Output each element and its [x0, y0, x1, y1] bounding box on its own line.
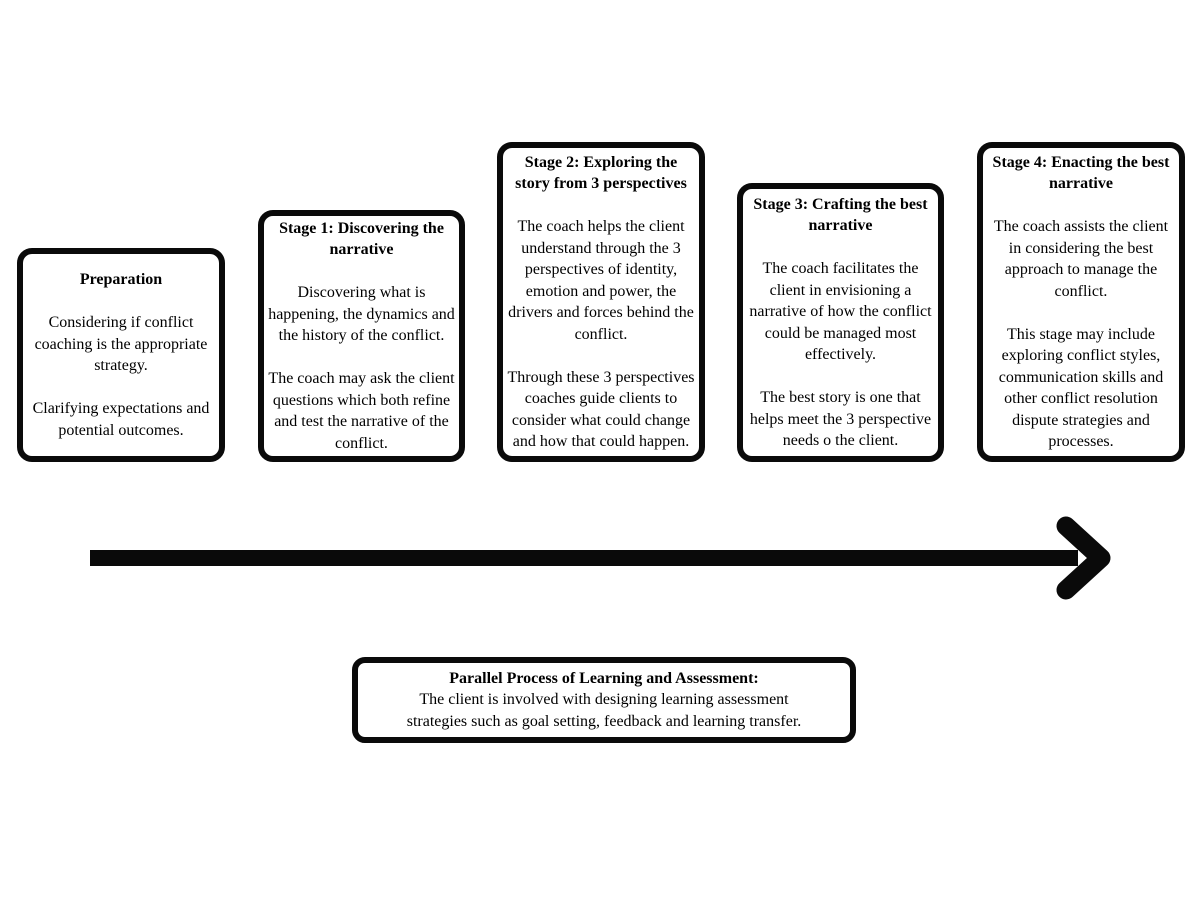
stage-title: Stage 3: Crafting the best narrative [753, 195, 928, 235]
stage-paragraph: Discovering what is happening, the dynam… [268, 284, 455, 345]
stage-paragraph: This stage may include exploring conflic… [998, 325, 1164, 451]
stage-box-1-discovering: Stage 1: Discovering the narrative Disco… [258, 210, 465, 462]
parallel-process-box: Parallel Process of Learning and Assessm… [352, 657, 856, 743]
stage-title: Stage 1: Discovering the narrative [279, 219, 444, 259]
stage-box-2-exploring: Stage 2: Exploring the story from 3 pers… [497, 142, 705, 462]
stage-title: Preparation [79, 271, 163, 288]
stage-paragraph: The coach may ask the client questions w… [268, 370, 455, 452]
stage-box-preparation: Preparation Considering if conflict coac… [17, 248, 225, 462]
stage-paragraph: Through these 3 perspectives coaches gui… [507, 368, 695, 451]
parallel-process-title: Parallel Process of Learning and Assessm… [449, 669, 759, 687]
stage-box-4-enacting: Stage 4: Enacting the best narrative The… [977, 142, 1185, 462]
stage-box-3-crafting: Stage 3: Crafting the best narrative The… [737, 183, 944, 462]
parallel-process-body: The client is involved with designing le… [406, 691, 802, 730]
stage-paragraph: Considering if conflict coaching is the … [34, 314, 208, 374]
stage-paragraph: The coach assists the client in consider… [993, 218, 1169, 300]
stage-paragraph: The coach helps the client understand th… [508, 218, 694, 343]
stage-title: Stage 4: Enacting the best narrative [992, 153, 1170, 193]
stage-paragraph: The coach facilitates the client in envi… [749, 260, 932, 363]
stage-paragraph: The best story is one that helps meet th… [749, 389, 932, 449]
stage-paragraph: Clarifying expectations and potential ou… [32, 400, 210, 439]
process-timeline-arrow-icon [90, 516, 1111, 600]
stage-title: Stage 2: Exploring the story from 3 pers… [515, 153, 687, 193]
